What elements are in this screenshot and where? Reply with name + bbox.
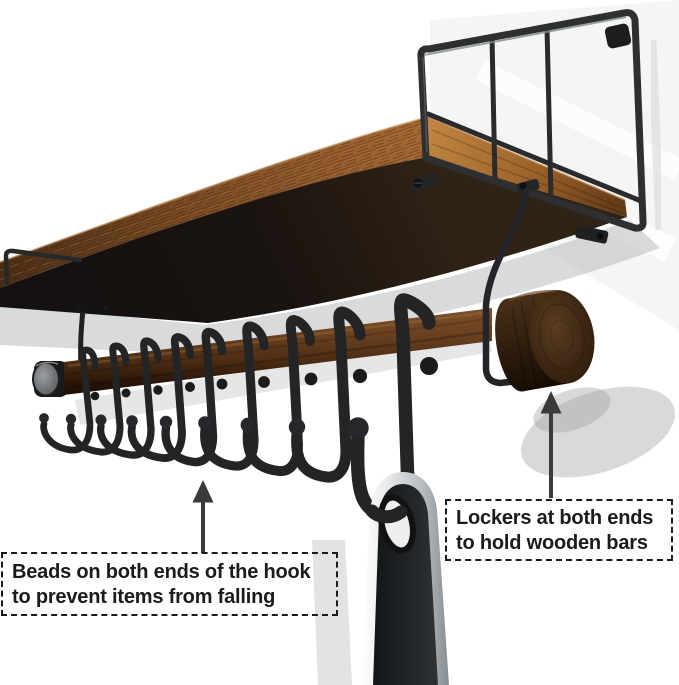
lockers-arrow-shaft bbox=[549, 411, 553, 498]
rail-sheen bbox=[423, 16, 627, 56]
rail-post-sheen bbox=[422, 56, 428, 153]
rail-vertical-wires bbox=[489, 25, 554, 201]
rail-post-shadow bbox=[647, 39, 665, 231]
s-hook bbox=[67, 342, 130, 456]
rod-bar bbox=[64, 308, 492, 395]
hanging-utensil bbox=[361, 472, 449, 685]
left-bracket-screw bbox=[103, 305, 109, 311]
hook-tail-tips bbox=[90, 357, 438, 401]
left-end-rail bbox=[3, 248, 83, 285]
callout-lockers: Lockers at both ends to hold wooden bars bbox=[445, 499, 673, 561]
hook-beads bbox=[39, 413, 369, 439]
light-streak bbox=[475, 60, 679, 180]
shelf-underside bbox=[0, 157, 627, 323]
callout-lockers-line2: to hold wooden bars bbox=[456, 531, 648, 554]
wood-grain-texture bbox=[0, 117, 428, 288]
rod-left-locker-cap bbox=[32, 361, 68, 397]
callout-lockers-line1: Lockers at both ends bbox=[456, 507, 654, 529]
wood-edge-highlight bbox=[0, 115, 626, 263]
left-rail-wire bbox=[3, 248, 83, 285]
shelf-board bbox=[0, 115, 627, 323]
s-hook bbox=[200, 321, 269, 471]
annotation-arrows bbox=[192, 391, 562, 553]
utensil-shadow bbox=[312, 540, 352, 685]
s-hook bbox=[161, 327, 227, 467]
right-rod-bracket bbox=[482, 188, 530, 387]
strip-grain bbox=[431, 129, 623, 214]
rod-grain bbox=[69, 330, 489, 389]
beads-arrow-head bbox=[192, 480, 214, 503]
callout-beads-line1: Beads on both ends of the hook bbox=[12, 561, 311, 583]
wire-rail-frame bbox=[409, 9, 647, 244]
beads-arrow-shaft bbox=[201, 501, 205, 553]
mounting-hardware bbox=[409, 172, 609, 244]
wall-anchor-block bbox=[604, 23, 632, 49]
shelf-top-wood-strip bbox=[428, 117, 627, 217]
callout-beads-line2: to prevent items from falling bbox=[12, 585, 276, 608]
left-bracket-foot bbox=[75, 302, 91, 312]
s-hook bbox=[127, 333, 194, 462]
rod-highlight bbox=[67, 310, 491, 368]
s-hook bbox=[96, 337, 162, 459]
s-hook bbox=[40, 346, 99, 454]
rail-outer-frame bbox=[417, 9, 647, 232]
rail-mid-bar bbox=[425, 111, 644, 204]
hook-wire-through-hole bbox=[365, 504, 408, 524]
callout-beads: Beads on both ends of the hook to preven… bbox=[1, 552, 338, 616]
s-hook bbox=[291, 306, 366, 483]
lockers-arrow-head bbox=[540, 391, 562, 414]
rod-right-locker-cap bbox=[495, 289, 595, 392]
